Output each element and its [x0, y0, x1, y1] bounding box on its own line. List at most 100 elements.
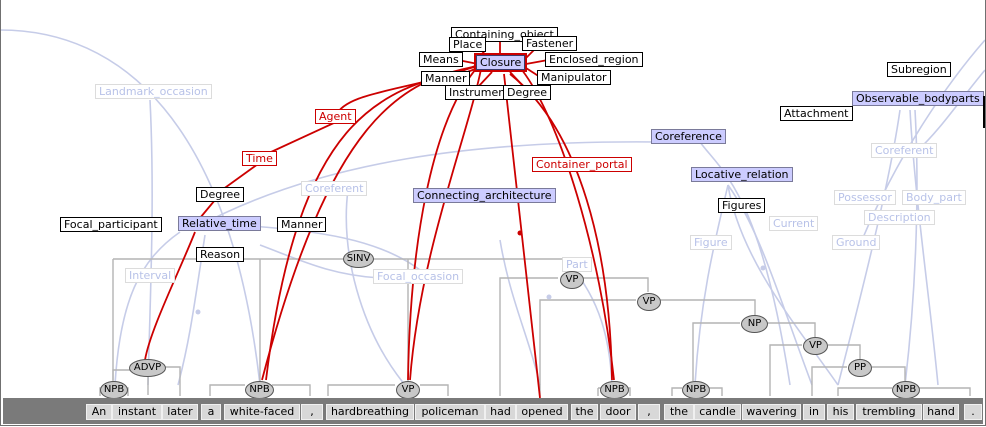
token[interactable]: had: [485, 404, 516, 420]
role-label-instrument[interactable]: Instrument: [445, 85, 514, 100]
syntax-node-npb[interactable]: NPB: [600, 381, 629, 399]
faded-edge: [259, 244, 381, 279]
token[interactable]: hand: [923, 404, 959, 420]
role-label-landmark-occasion[interactable]: Landmark_occasion: [95, 84, 212, 99]
role-label-interval[interactable]: Interval: [125, 268, 176, 283]
token[interactable]: trembling: [856, 404, 922, 420]
role-label-place[interactable]: Place: [449, 37, 487, 52]
token[interactable]: wavering: [742, 404, 801, 420]
frame-coreference[interactable]: Coreference: [651, 129, 726, 144]
tree-edge: [660, 299, 756, 315]
faded-edge: [114, 231, 181, 386]
role-label-focal-participant[interactable]: Focal_participant: [60, 217, 162, 232]
token[interactable]: An: [86, 404, 112, 420]
tree-edge: [209, 384, 245, 396]
role-label-degree[interactable]: Degree: [503, 85, 552, 100]
active-edge: [521, 69, 615, 381]
token[interactable]: later: [162, 404, 198, 420]
role-label-manner-left[interactable]: Manner: [277, 217, 327, 232]
faded-edge: [345, 189, 406, 386]
role-label-figure[interactable]: Figure: [690, 235, 732, 250]
token[interactable]: hardbreathing: [326, 404, 414, 420]
token[interactable]: in: [803, 404, 825, 420]
frame-locative-relation[interactable]: Locative_relation: [691, 167, 793, 182]
tree-edge: [837, 387, 892, 396]
faded-edge: [861, 39, 986, 241]
token[interactable]: ,: [301, 404, 323, 420]
active-edge: [509, 71, 525, 88]
role-label-degree-left[interactable]: Degree: [196, 187, 245, 202]
edge-marker: [195, 309, 201, 315]
role-label-figures[interactable]: Figures: [718, 198, 766, 213]
active-edge: [407, 63, 481, 381]
token[interactable]: white-faced: [224, 404, 300, 420]
edge-marker: [760, 265, 766, 271]
role-label-manipulator[interactable]: Manipulator: [537, 70, 611, 85]
token[interactable]: his: [827, 404, 854, 420]
syntax-node-vp[interactable]: VP: [637, 293, 661, 311]
role-label-means[interactable]: Means: [419, 52, 463, 67]
scrollbar-edge[interactable]: [983, 96, 986, 128]
faded-edge: [499, 239, 541, 386]
role-label-coreferent-left[interactable]: Coreferent: [301, 181, 368, 196]
tree-edge: [769, 344, 802, 396]
syntax-node-npb[interactable]: NPB: [245, 381, 274, 399]
role-label-current[interactable]: Current: [769, 216, 819, 231]
tree-edge: [811, 366, 847, 396]
role-label-attachment[interactable]: Attachment: [780, 106, 853, 121]
role-label-time[interactable]: Time: [242, 151, 277, 166]
token[interactable]: the: [664, 404, 694, 420]
syntax-node-advp[interactable]: ADVP: [129, 359, 166, 377]
role-label-possessor[interactable]: Possessor: [834, 190, 896, 205]
tree-edge: [420, 384, 449, 396]
role-label-focal-occasion[interactable]: Focal_occasion: [373, 269, 464, 284]
tree-edge: [872, 366, 906, 381]
role-label-container-portal[interactable]: Container_portal: [532, 157, 632, 172]
syntax-node-npb[interactable]: NPB: [892, 381, 920, 399]
role-label-coreferent-right[interactable]: Coreferent: [871, 143, 938, 158]
token[interactable]: a: [201, 404, 221, 420]
frame-observable-bodyparts[interactable]: Observable_bodyparts: [852, 91, 984, 106]
role-label-part[interactable]: Part: [562, 257, 592, 272]
syntax-node-vp[interactable]: VP: [560, 271, 584, 289]
syntax-node-sinv[interactable]: SINV: [343, 250, 374, 268]
edge-marker: [546, 294, 552, 300]
role-label-ground[interactable]: Ground: [832, 235, 881, 250]
token[interactable]: opened: [516, 404, 568, 420]
token[interactable]: policeman: [415, 404, 485, 420]
syntax-node-np[interactable]: NP: [741, 315, 768, 333]
faded-edge: [194, 141, 661, 229]
edge-marker: [517, 230, 523, 236]
syntax-node-pp[interactable]: PP: [848, 359, 872, 377]
role-label-reason[interactable]: Reason: [196, 247, 245, 262]
token[interactable]: door: [600, 404, 636, 420]
role-label-enclosed-region[interactable]: Enclosed_region: [545, 52, 643, 67]
token[interactable]: ,: [638, 404, 660, 420]
syntax-node-vp[interactable]: VP: [803, 337, 828, 355]
token[interactable]: candle: [694, 404, 741, 420]
role-label-manner[interactable]: Manner: [421, 71, 471, 86]
frame-closure[interactable]: Closure: [473, 53, 528, 72]
role-label-agent[interactable]: Agent: [315, 109, 356, 124]
faded-edge: [147, 99, 153, 386]
tree-edge: [828, 344, 861, 360]
frame-relative-time[interactable]: Relative_time: [178, 216, 261, 231]
tree-edge: [164, 366, 181, 396]
token[interactable]: instant: [112, 404, 162, 420]
token[interactable]: .: [964, 404, 982, 420]
active-edge: [525, 59, 549, 65]
role-label-fastener[interactable]: Fastener: [522, 36, 578, 51]
tree-edge: [539, 299, 636, 396]
tree-edge: [671, 387, 682, 396]
role-label-subregion[interactable]: Subregion: [887, 62, 951, 77]
faded-edge: [0, 29, 261, 386]
frame-connecting-architecture[interactable]: Connecting_architecture: [413, 188, 556, 203]
faded-edge: [694, 184, 729, 386]
syntax-node-npb[interactable]: NPB: [682, 381, 710, 399]
syntax-node-npb[interactable]: NPB: [100, 381, 128, 399]
token[interactable]: the: [571, 404, 598, 420]
syntax-node-vp[interactable]: VP: [396, 381, 420, 399]
role-label-description[interactable]: Description: [864, 210, 935, 225]
role-label-body-part[interactable]: Body_part: [902, 190, 966, 205]
